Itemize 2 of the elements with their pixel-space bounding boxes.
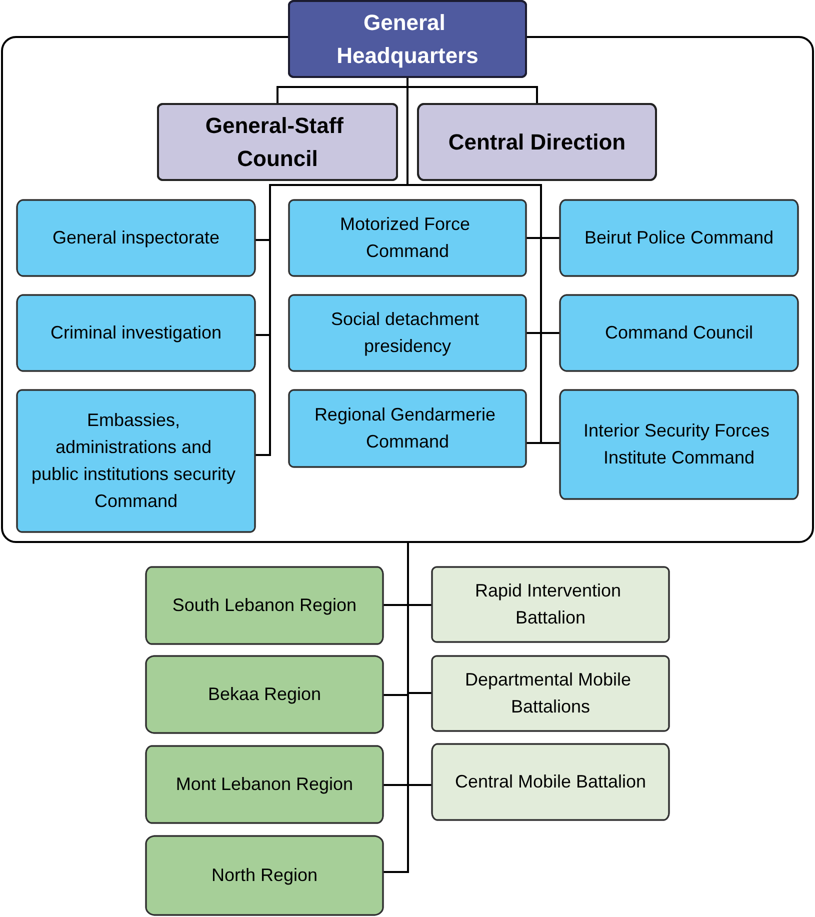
cluster: [1, 36, 814, 543]
connector: [383, 542, 409, 873]
